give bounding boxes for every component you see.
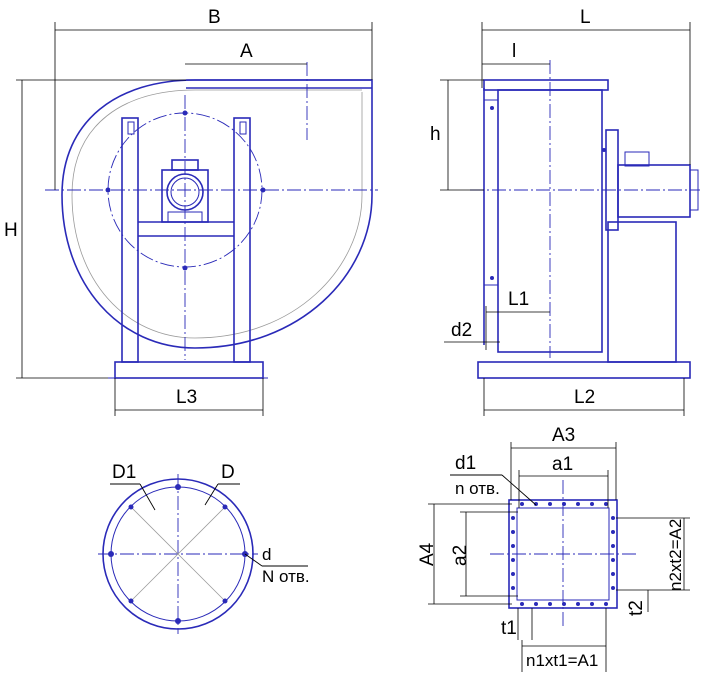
label-d1: d1 (455, 453, 476, 474)
label-a1: a1 (552, 454, 573, 475)
label-n2t2: n2xt2=A2 (666, 519, 685, 591)
label-A4: A4 (417, 542, 438, 566)
side-view (470, 60, 700, 379)
label-n-holes: n отв. (455, 479, 500, 498)
flange-bolt-holes (511, 502, 615, 606)
label-D1: D1 (112, 462, 136, 483)
front-view-dimensions: B A H L3 (4, 7, 373, 416)
label-d: d (262, 545, 271, 564)
dim-label-l: l (512, 41, 516, 62)
dim-label-d2: d2 (451, 320, 472, 341)
dim-label-h: h (430, 124, 441, 145)
label-a2: a2 (450, 545, 471, 566)
dim-label-L1: L1 (508, 289, 529, 310)
label-t2: t2 (626, 600, 647, 616)
dim-label-A: A (240, 41, 253, 62)
label-A3: A3 (552, 425, 575, 446)
label-D: D (221, 462, 235, 483)
dim-label-L3: L3 (176, 387, 197, 408)
label-t1: t1 (501, 618, 517, 639)
dim-label-H: H (4, 220, 18, 241)
square-flange-view: A3 a1 d1 n отв. A4 a2 n2xt2=A2 t2 t1 (417, 425, 690, 672)
front-view (45, 62, 378, 379)
dim-label-L2: L2 (574, 387, 595, 408)
side-view-dimensions: L l h L1 d2 L2 (430, 7, 691, 416)
label-N-holes: N отв. (262, 567, 310, 586)
dim-label-B: B (208, 7, 221, 28)
round-flange-view: D1 D d N отв. (98, 462, 310, 634)
label-n1t1: n1xt1=A1 (526, 651, 598, 670)
dim-label-L: L (580, 7, 591, 28)
